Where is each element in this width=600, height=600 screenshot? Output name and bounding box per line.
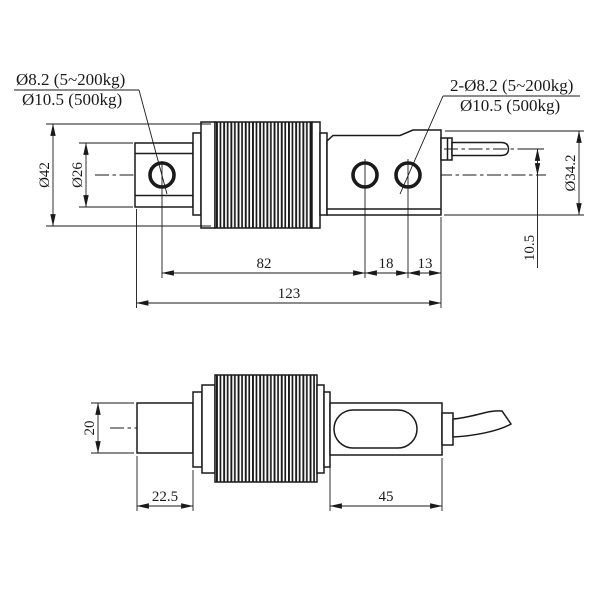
dim-bellows-od: Ø42 [37,162,53,188]
bottom-dimensions: 20 22.5 45 [82,402,443,511]
dim-overall-length: 123 [278,286,301,302]
callout-left-line1: Ø8.2 (5~200kg) [16,70,125,89]
callout-right-line1: 2-Ø8.2 (5~200kg) [450,76,573,95]
shaft [136,402,194,454]
left-flange [200,121,216,229]
callout-right-line2: Ø10.5 (500kg) [460,96,560,115]
front-dimensions: Ø42 Ø26 82 18 13 123 Ø34.2 10.5 [37,123,584,308]
left-flange-step-bottom [192,391,203,468]
dim-hole-pitch: 18 [379,256,394,272]
callout-right-leader [399,95,444,195]
callouts: Ø8.2 (5~200kg) Ø10.5 (500kg) 2-Ø8.2 (5~2… [14,70,580,195]
right-clamp-ring-bottom [316,384,325,474]
bellows [214,121,313,229]
left-flange-bottom [201,384,216,474]
cable-bottom [452,410,513,438]
right-clamp-step [319,132,328,216]
dim-shaft-length: 22.5 [152,489,178,505]
dim-boss-od: Ø26 [70,162,86,188]
dim-cable-offset: 10.5 [522,235,538,261]
dim-body-od: Ø34.2 [563,154,579,191]
slot [333,409,418,449]
dim-hole-span: 82 [257,256,272,272]
dim-body-length: 45 [379,489,394,505]
bottom-view [110,374,513,483]
right-clamp-ring [311,121,321,229]
cable-gland-bottom [441,412,454,446]
right-clamp-step-bottom [323,391,331,468]
callout-left-line2: Ø10.5 (500kg) [22,90,122,109]
bellows-bottom [214,374,318,483]
dim-hole-to-end: 13 [418,256,433,272]
dim-shaft-width: 20 [82,421,98,436]
front-view [95,121,546,229]
right-body [326,129,442,216]
left-flange-step [192,132,202,216]
